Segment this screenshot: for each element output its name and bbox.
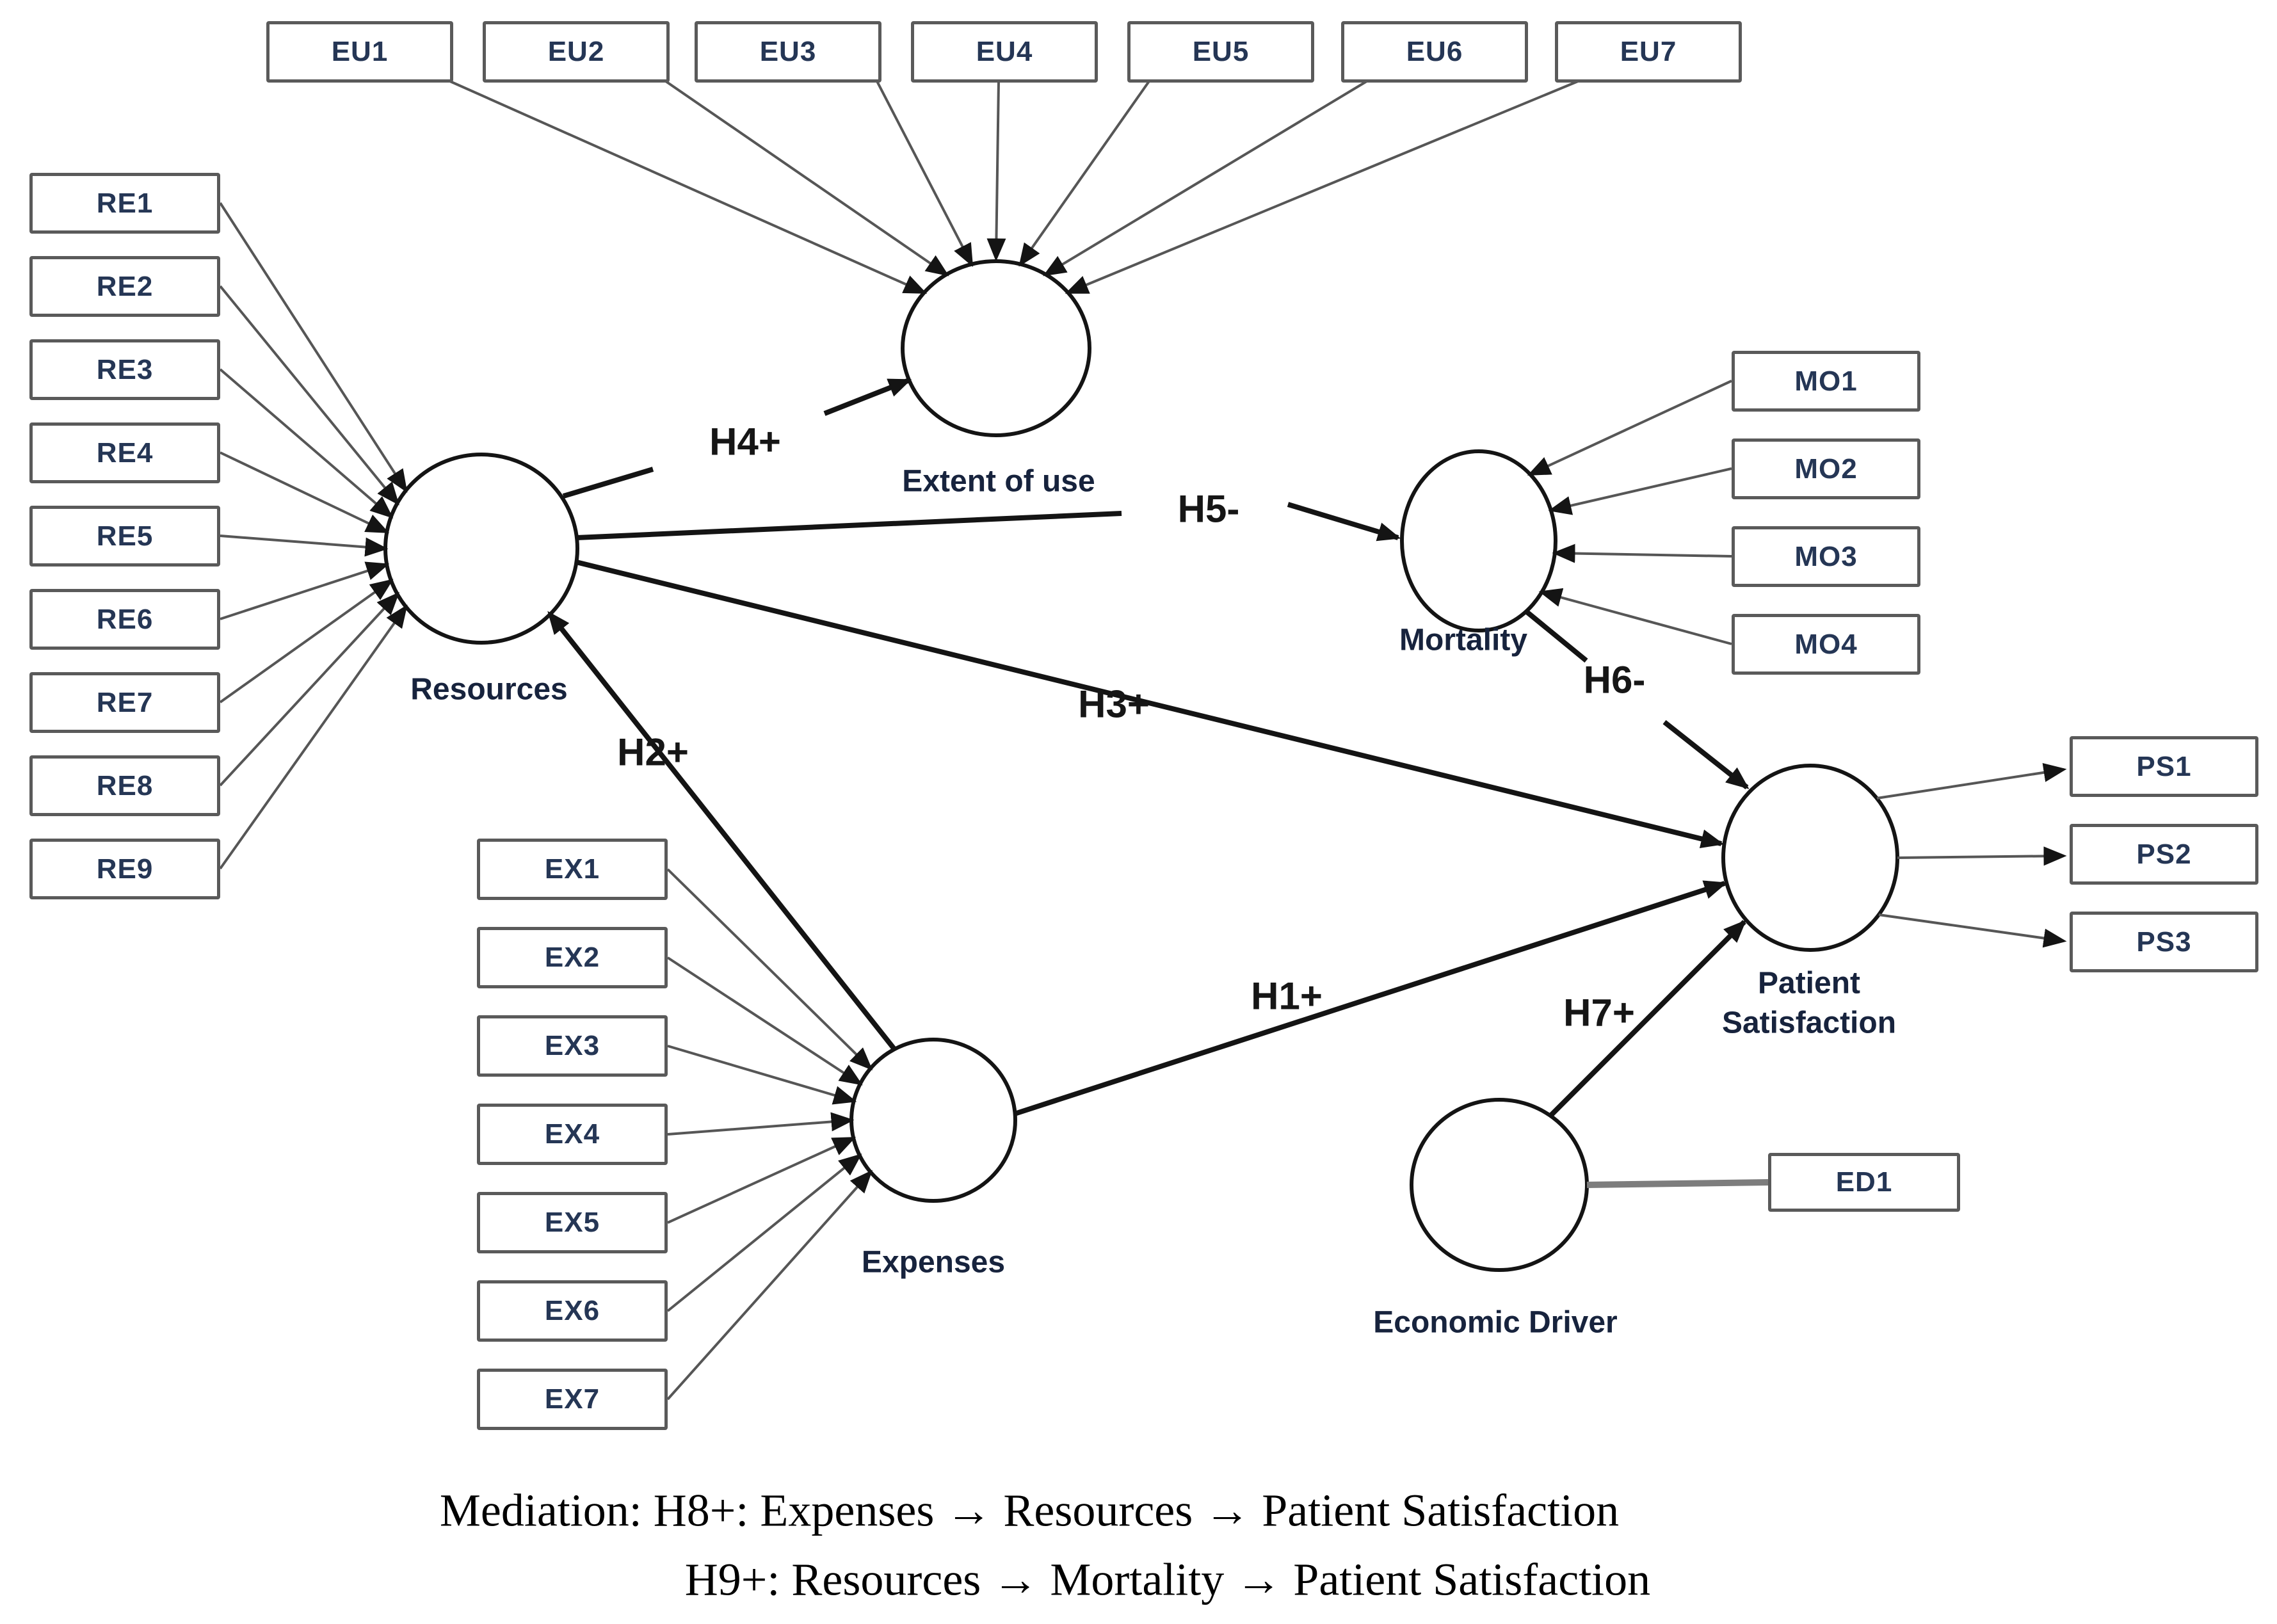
indicator-box-re3: RE3 bbox=[29, 339, 220, 400]
indicator-box-mo4: MO4 bbox=[1732, 614, 1920, 675]
indicator-box-re1: RE1 bbox=[29, 173, 220, 234]
path-h5-line bbox=[576, 511, 1122, 540]
indicator-box-eu5: EU5 bbox=[1127, 21, 1314, 83]
path-h7 bbox=[1548, 919, 1747, 1118]
indicator-box-eu1: EU1 bbox=[266, 21, 453, 83]
indicator-box-ps3: PS3 bbox=[2070, 912, 2258, 972]
construct-ellipse-mortality bbox=[1400, 449, 1557, 632]
path-h4-stub bbox=[562, 467, 654, 499]
construct-ellipse-expenses bbox=[849, 1038, 1017, 1203]
construct-label-economic-driver: Economic Driver bbox=[1373, 1305, 1618, 1340]
indicator-box-re2: RE2 bbox=[29, 256, 220, 317]
construct-label-satisfaction: Satisfaction bbox=[1721, 1006, 1897, 1040]
construct-ellipse-extent-of-use bbox=[901, 259, 1091, 437]
path-h2 bbox=[547, 611, 897, 1052]
mediation-line-h9: H9+: Resources → Mortality → Patient Sat… bbox=[684, 1554, 1651, 1605]
indicator-box-re8: RE8 bbox=[29, 755, 220, 816]
construct-ellipse-economic-driver bbox=[1410, 1098, 1589, 1272]
indicator-box-re9: RE9 bbox=[29, 839, 220, 899]
indicator-box-ex2: EX2 bbox=[477, 927, 668, 988]
construct-label-mortality: Mortality bbox=[1399, 623, 1528, 657]
mo-connectors bbox=[1527, 380, 1732, 645]
path-h1 bbox=[1013, 880, 1728, 1116]
indicator-box-ex3: EX3 bbox=[477, 1015, 668, 1077]
indicator-box-ex4: EX4 bbox=[477, 1104, 668, 1165]
indicator-box-mo3: MO3 bbox=[1732, 526, 1920, 587]
indicator-box-ex1: EX1 bbox=[477, 839, 668, 900]
indicator-box-ex5: EX5 bbox=[477, 1192, 668, 1253]
indicator-box-mo1: MO1 bbox=[1732, 351, 1920, 412]
eu-connectors bbox=[449, 80, 1579, 294]
indicator-box-re4: RE4 bbox=[29, 422, 220, 483]
construct-label-patient: Patient bbox=[1757, 966, 1861, 1001]
hypothesis-label-h7: H7+ bbox=[1563, 991, 1635, 1034]
indicator-box-ex7: EX7 bbox=[477, 1369, 668, 1430]
indicator-box-re7: RE7 bbox=[29, 672, 220, 733]
path-h4-arrow bbox=[823, 378, 912, 416]
path-h6-arrow bbox=[1662, 720, 1750, 790]
construct-label-resources: Resources bbox=[410, 672, 568, 707]
indicator-box-ps1: PS1 bbox=[2070, 736, 2258, 797]
hypothesis-label-h3: H3+ bbox=[1078, 682, 1150, 726]
path-h6-stub bbox=[1524, 609, 1588, 663]
ed-connector bbox=[1586, 1179, 1769, 1188]
ps-connectors bbox=[1876, 762, 2067, 948]
path-h5-arrow bbox=[1287, 502, 1401, 542]
ex-connectors bbox=[666, 868, 873, 1401]
indicator-box-ps2: PS2 bbox=[2070, 824, 2258, 885]
mediation-line-h8: Mediation: H8+: Expenses → Resources → P… bbox=[439, 1484, 1620, 1536]
hypothesis-label-h2: H2+ bbox=[617, 730, 689, 774]
hypothesis-label-h5: H5- bbox=[1177, 487, 1240, 531]
hypothesis-label-h4: H4+ bbox=[709, 420, 781, 463]
re-connectors bbox=[219, 202, 408, 870]
indicator-box-ed1: ED1 bbox=[1768, 1153, 1960, 1212]
indicator-box-eu4: EU4 bbox=[911, 21, 1098, 83]
hypothesis-paths bbox=[547, 378, 1750, 1118]
indicator-box-eu7: EU7 bbox=[1555, 21, 1742, 83]
indicator-box-re6: RE6 bbox=[29, 589, 220, 650]
indicator-box-eu6: EU6 bbox=[1341, 21, 1528, 83]
hypothesis-label-h6: H6- bbox=[1583, 658, 1646, 702]
indicator-box-eu3: EU3 bbox=[695, 21, 881, 83]
construct-label-expenses: Expenses bbox=[861, 1245, 1006, 1280]
path-h3 bbox=[575, 559, 1725, 849]
indicator-box-re5: RE5 bbox=[29, 506, 220, 567]
construct-ellipse-patient-satisfaction bbox=[1721, 764, 1899, 952]
indicator-box-mo2: MO2 bbox=[1732, 438, 1920, 499]
indicator-box-eu2: EU2 bbox=[483, 21, 670, 83]
hypothesis-label-h1: H1+ bbox=[1251, 974, 1323, 1018]
indicator-box-ex6: EX6 bbox=[477, 1280, 668, 1342]
construct-label-extent-of-use: Extent of use bbox=[902, 464, 1095, 499]
